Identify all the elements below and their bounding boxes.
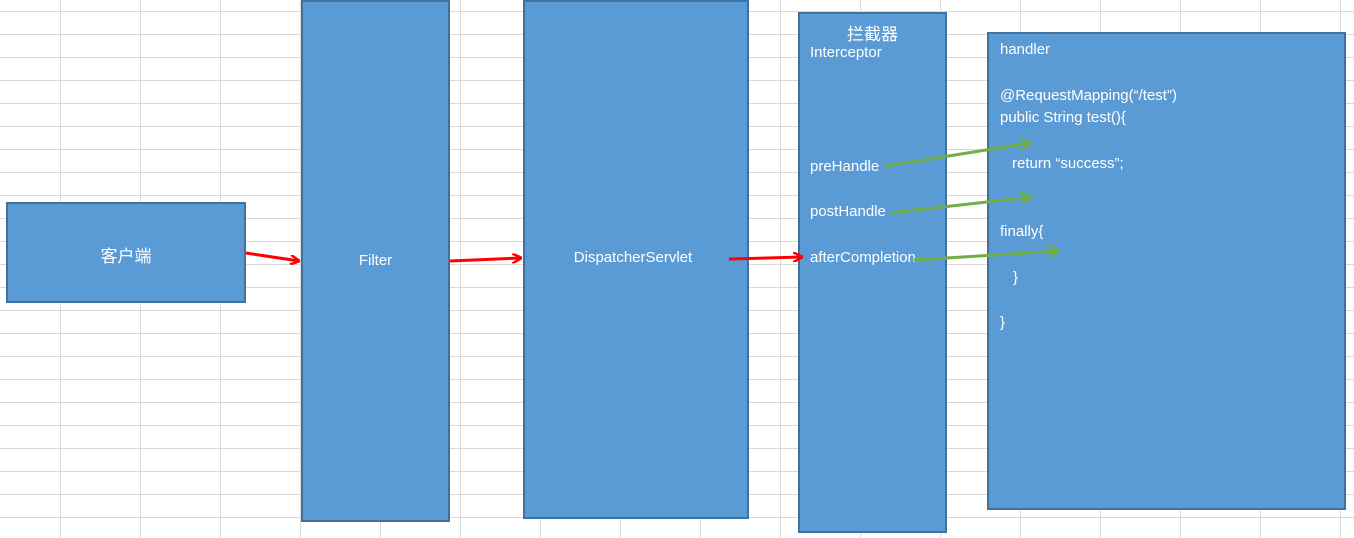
handler-title: handler (1000, 41, 1051, 58)
arrow-client-to-filter (245, 251, 299, 261)
arrow-dispatcher-to-interceptor (728, 257, 802, 259)
interceptor-title-en: Interceptor (810, 44, 882, 61)
prehandle-label: preHandle (810, 158, 880, 175)
handler-box: handler @RequestMapping(“/test”) public … (987, 32, 1346, 510)
aftercompletion-label: afterCompletion (810, 249, 916, 266)
client-label: 客户端 (100, 247, 152, 266)
request-mapping-line: @RequestMapping(“/test”) (1000, 87, 1177, 104)
posthandle-label: postHandle (810, 203, 886, 220)
filter-label: Filter (358, 252, 393, 269)
return-statement-line: return “success”; (1012, 155, 1124, 172)
finally-close-brace: } (1013, 269, 1019, 286)
filter-box: Filter (301, 0, 450, 522)
dispatcher-servlet-label: DispatcherServlet (573, 249, 693, 266)
client-box: 客户端 (6, 202, 246, 303)
interceptor-box: 拦截器 Interceptor preHandle postHandle aft… (798, 12, 947, 533)
arrow-prehandle-to-handler (885, 143, 1030, 168)
interceptor-title-cn: 拦截器 (847, 25, 898, 44)
arrow-filter-to-dispatcher (449, 258, 521, 261)
finally-line: finally{ (1000, 223, 1044, 240)
method-signature-line: public String test(){ (1000, 109, 1126, 126)
dispatcher-servlet-box: DispatcherServlet (523, 0, 749, 519)
arrow-posthandle-to-handler (888, 197, 1031, 215)
arrow-aftercompletion-to-handler (913, 251, 1059, 262)
method-close-brace: } (1000, 314, 1006, 331)
